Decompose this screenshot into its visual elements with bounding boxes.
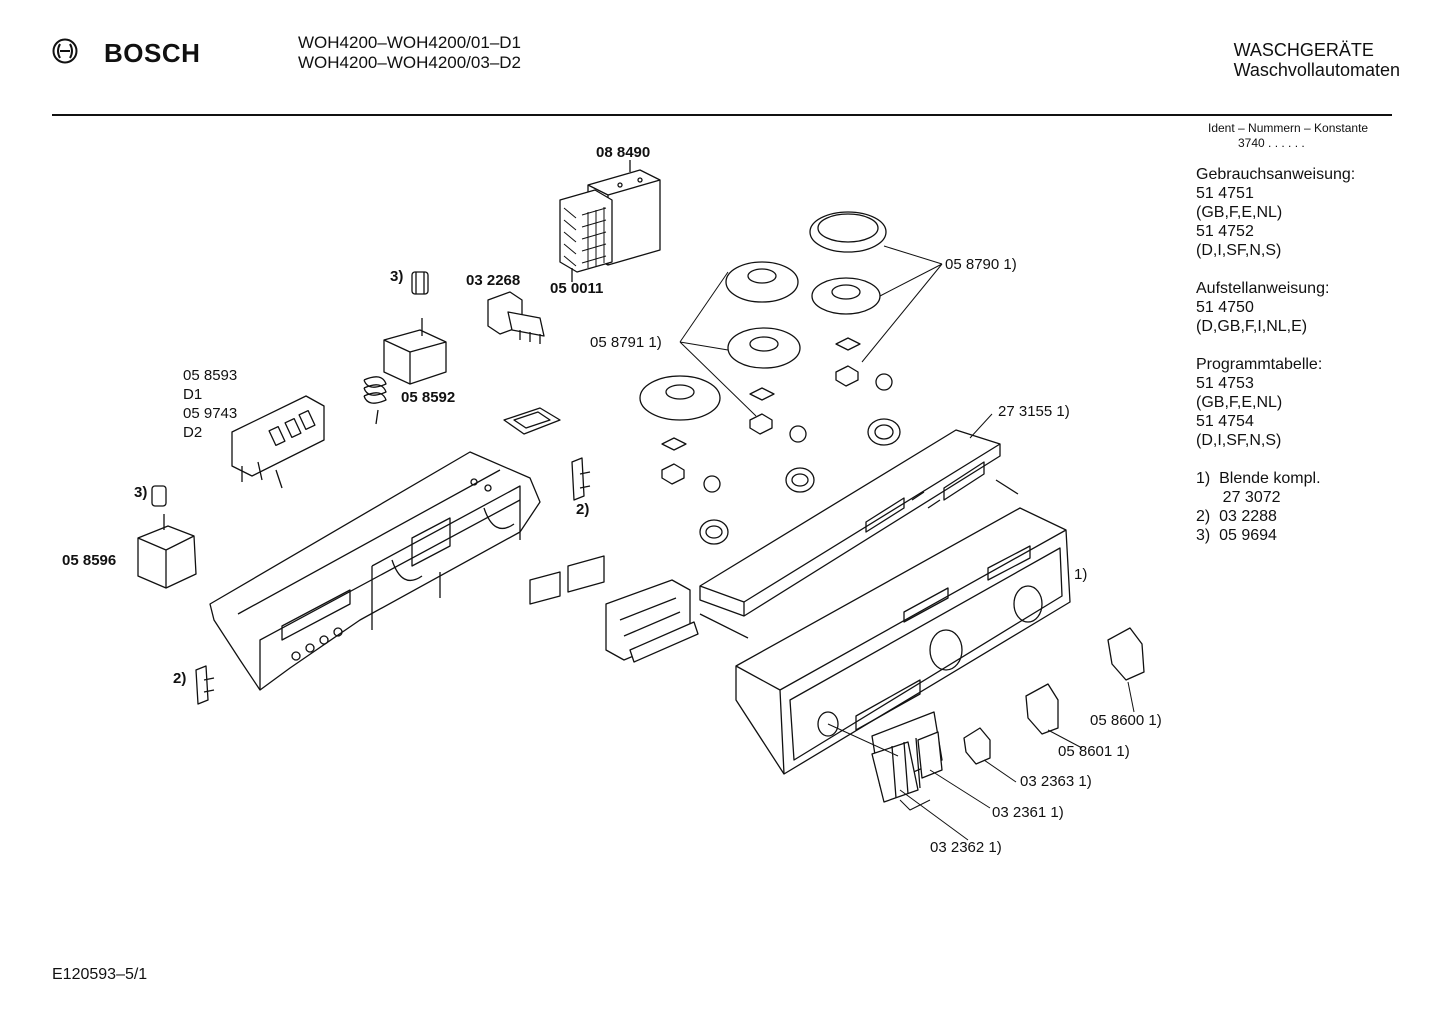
document-info-line: 51 4750 [1196, 299, 1254, 316]
cover-strip-part [699, 429, 1019, 639]
gear-rings-group [699, 373, 901, 545]
leader-lines [679, 245, 1135, 841]
control-housing-part [209, 451, 541, 691]
document-info-line: (GB,F,E,NL) [1196, 394, 1283, 411]
document-info-line: Aufstellanweisung: [1196, 280, 1330, 297]
rotary-switch-part [137, 485, 197, 589]
document-info-line: 51 4751 [1196, 185, 1254, 202]
relay-block-part [559, 160, 661, 282]
ident-title: Ident – Nummern – Konstante [1208, 121, 1369, 135]
part-label-058593: 05 8593 [183, 367, 238, 384]
part-label-058592: 05 8592 [401, 389, 456, 406]
category-line-2: Waschvollautomaten [1233, 60, 1400, 80]
terminal-clips-part [529, 555, 605, 605]
cap-part-top [411, 271, 429, 295]
part-label-050011: 05 0011 [550, 280, 604, 297]
clip-part-left [195, 665, 215, 705]
part-label-058596: 05 8596 [62, 552, 117, 569]
part-label-032362: 03 2362 1) [930, 839, 1002, 856]
document-info-line: Gebrauchsanweisung: [1196, 166, 1356, 183]
part-label-058600: 05 8600 1) [1090, 712, 1162, 729]
part-label-032363: 03 2363 1) [1020, 773, 1092, 790]
document-info-line: 2) 03 2288 [1196, 508, 1277, 525]
part-label-273155: 27 3155 1) [998, 403, 1070, 420]
part-label-058601: 05 8601 1) [1058, 743, 1130, 760]
document-info-line: 51 4753 [1196, 375, 1254, 392]
note-label-3-left: 3) [134, 484, 148, 501]
model-line-1: WOH4200–WOH4200/01–D1 [298, 33, 522, 52]
connector-plug-part [487, 291, 545, 344]
ident-block: Ident – Nummern – Konstante 3740 . . . .… [1208, 121, 1368, 151]
circuit-board-part [231, 395, 325, 489]
part-label-032268: 03 2268 [466, 272, 521, 289]
frame-clip-part [503, 407, 561, 435]
caps-group [639, 211, 887, 421]
bosch-logo-icon [52, 38, 78, 64]
document-info-line: 1) Blende kompl. [1196, 470, 1321, 487]
document-info-line: (D,I,SF,N,S) [1196, 242, 1282, 259]
note-label-2-mid: 2) [576, 501, 590, 518]
document-info-line: 51 4754 [1196, 413, 1254, 430]
document-info-line: Programmtabelle: [1196, 356, 1323, 373]
part-label-058791: 05 8791 1) [590, 334, 662, 351]
document-code: E120593–5/1 [52, 966, 148, 983]
brand-name: BOSCH [104, 38, 201, 68]
model-numbers: WOH4200–WOH4200/01–D1 WOH4200–WOH4200/03… [298, 33, 521, 73]
document-info-list: Gebrauchsanweisung: 51 4751 (GB,F,E,NL) 51 … [1196, 165, 1355, 545]
part-label-032361: 03 2361 1) [992, 804, 1064, 821]
front-panel-part [735, 507, 1071, 775]
variant-label-d1: D1 [183, 386, 203, 403]
note-label-2-left: 2) [173, 670, 187, 687]
note-label-1-panel: 1) [1074, 566, 1088, 583]
note-label-3-top: 3) [390, 268, 404, 285]
button-carrier-part [605, 579, 699, 663]
part-label-059743: 05 9743 [183, 405, 238, 422]
ident-value: 3740 . . . . . . [1238, 136, 1305, 150]
header-divider [52, 114, 1392, 116]
document-info-line: 27 3072 [1196, 489, 1281, 506]
push-buttons-part [871, 711, 943, 803]
clip-part-mid [571, 457, 591, 501]
document-info-line: (D,I,SF,N,S) [1196, 432, 1282, 449]
selector-switch-part [363, 318, 447, 425]
rotary-knobs-group [963, 627, 1145, 765]
document-info-line: (D,GB,F,I,NL,E) [1196, 318, 1308, 335]
holders-group [661, 337, 861, 485]
model-line-2: WOH4200–WOH4200/03–D2 [298, 53, 522, 72]
document-info-line: 3) 05 9694 [1196, 527, 1277, 544]
category-line-1: WASCHGERÄTE [1233, 40, 1374, 60]
document-info-line: 51 4752 [1196, 223, 1254, 240]
part-label-058790: 05 8790 1) [945, 256, 1017, 273]
part-label-088490: 08 8490 [596, 144, 651, 161]
category: WASCHGERÄTE Waschvollautomaten [1234, 40, 1400, 80]
variant-label-d2: D2 [183, 424, 203, 441]
document-info-line: (GB,F,E,NL) [1196, 204, 1283, 221]
